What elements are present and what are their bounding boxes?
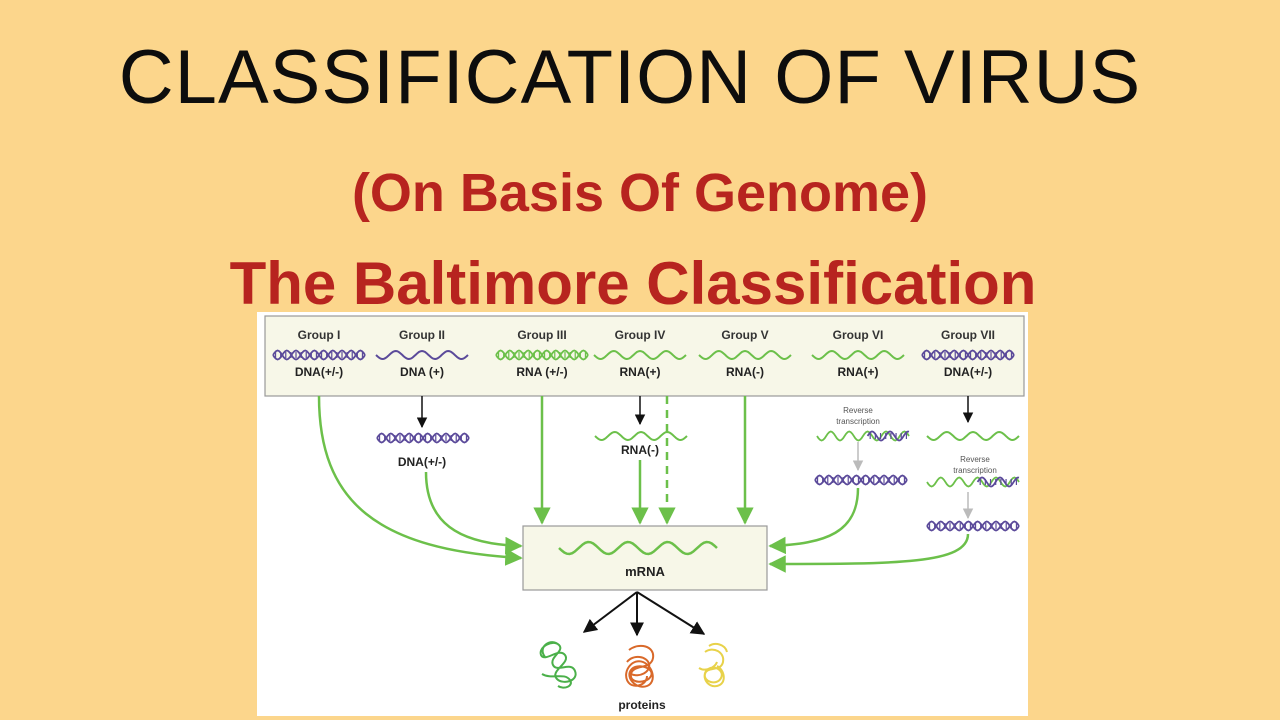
page-title: CLASSIFICATION OF VIRUS: [0, 28, 1280, 128]
proteins-label: proteins: [618, 698, 666, 712]
arrow-group6-to-mrna: [768, 487, 860, 555]
arrow-group1-to-mrna: [317, 395, 523, 566]
mrna-box: [522, 525, 768, 591]
group-5-strand-icon: [698, 349, 792, 361]
group-genome-4: RNA(+): [620, 365, 661, 379]
groups-layer: Group I DNA(+/-) Group II DNA (+) Group III R…: [272, 328, 1015, 379]
dna-strand-group7-icon: [926, 520, 1020, 532]
group7-rt-label-1: Reverse: [960, 455, 990, 464]
group-genome-2: DNA (+): [400, 365, 444, 379]
baltimore-diagram: Group I DNA(+/-) Group II DNA (+) Group III R…: [264, 315, 1025, 712]
arrow-mrna-to-protein-3: [636, 591, 706, 635]
group4-intermediate-label: RNA(-): [621, 443, 659, 457]
group-name-4: Group IV: [615, 328, 666, 342]
group-1-strand-icon: [272, 349, 366, 361]
group-genome-7: DNA(+/-): [944, 365, 992, 379]
protein-orange-icon: [625, 644, 655, 688]
group-genome-5: RNA(-): [726, 365, 764, 379]
subtitle-baltimore-text: The Baltimore Classification: [229, 250, 1037, 317]
mrna-strand-icon: [558, 540, 718, 556]
arrow-group7-to-mrna: [768, 533, 970, 573]
arrow-group2-to-mrna: [424, 471, 523, 555]
page-title-text: CLASSIFICATION OF VIRUS: [118, 35, 1142, 120]
mrna-label: mRNA: [625, 564, 665, 579]
group2-intermediate-label: DNA(+/-): [398, 455, 446, 469]
group-name-3: Group III: [517, 328, 566, 342]
group-2-strand-icon: [375, 349, 469, 361]
arrow-mrna-to-protein-1: [582, 591, 638, 633]
protein-green-icon: [539, 641, 577, 689]
rna-strand-group7-icon: [926, 430, 1020, 442]
rna-strand-group4-intermediate-icon: [594, 430, 688, 442]
group6-rt-label-1: Reverse: [843, 406, 873, 415]
group-3-strand-icon: [495, 349, 589, 361]
group-4-strand-icon: [593, 349, 687, 361]
groups-box: [264, 315, 1025, 397]
group-7-strand-icon: [921, 349, 1015, 361]
group-genome-3: RNA (+/-): [516, 365, 567, 379]
diagram-panel: Group I DNA(+/-) Group II DNA (+) Group III R…: [257, 312, 1028, 716]
group-name-1: Group I: [298, 328, 341, 342]
group-genome-1: DNA(+/-): [295, 365, 343, 379]
rna-dna-hybrid-group7-icon: [926, 476, 1020, 488]
subtitle: (On Basis Of Genome): [351, 163, 929, 223]
protein-yellow-icon: [698, 643, 728, 688]
dna-strand-group2-intermediate-icon: [376, 432, 470, 444]
group-name-7: Group VII: [941, 328, 995, 342]
dna-strand-group6-icon: [814, 474, 908, 486]
group-genome-6: RNA(+): [838, 365, 879, 379]
group-name-2: Group II: [399, 328, 445, 342]
group6-rt-label-2: transcription: [836, 417, 880, 426]
group-name-5: Group V: [721, 328, 768, 342]
rna-dna-hybrid-group6-icon: [816, 430, 910, 442]
group-6-strand-icon: [811, 349, 905, 361]
subtitle-baltimore: The Baltimore Classification: [0, 246, 1280, 322]
group-name-6: Group VI: [833, 328, 884, 342]
group7-rt-label-2: transcription: [953, 466, 997, 475]
